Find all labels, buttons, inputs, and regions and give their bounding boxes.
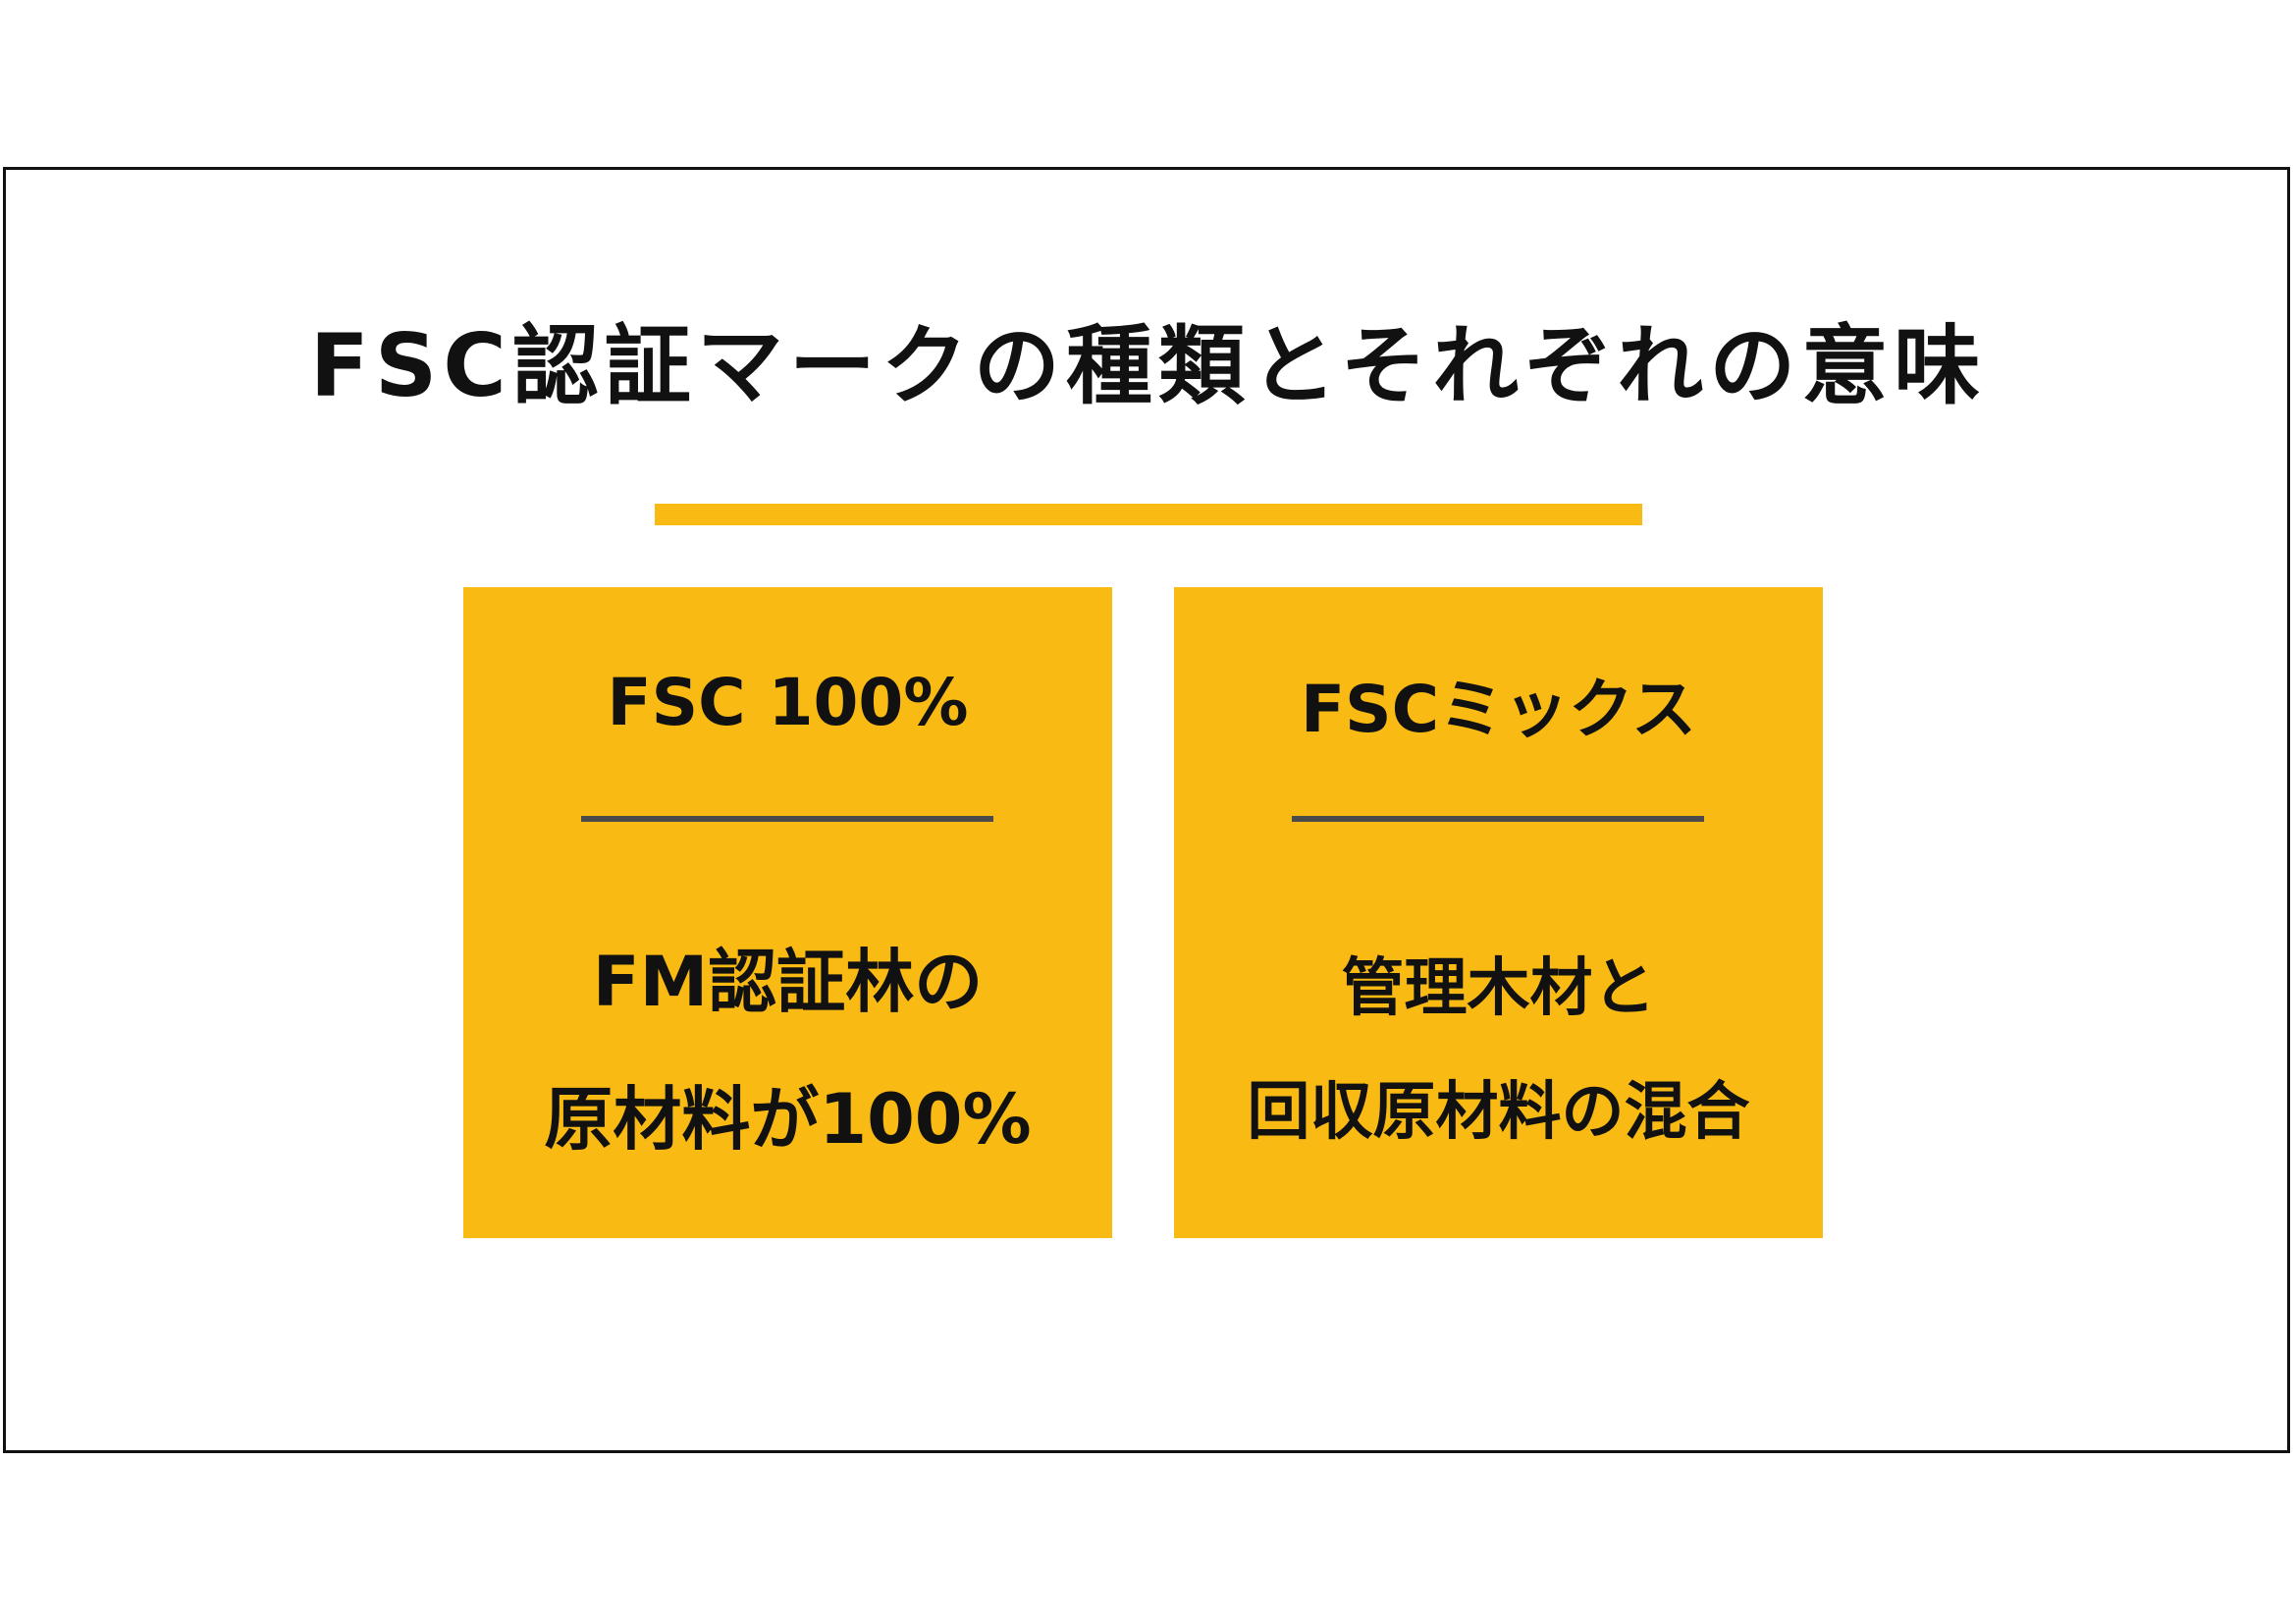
- card-body-line: FM認証林の: [592, 942, 984, 1022]
- title-underline: [655, 504, 1642, 525]
- card-body: 管理木材と 回収原材料の混合: [1174, 927, 1823, 1174]
- card-body-line: 回収原材料の混合: [1247, 1076, 1750, 1149]
- card-divider: [581, 816, 993, 822]
- slide-title: FSC認証マークの種類とそれぞれの意味: [309, 315, 1987, 416]
- card-fsc-100: FSC 100% FM認証林の 原材料が100%: [463, 587, 1112, 1238]
- card-fsc-mix: FSCミックス 管理木材と 回収原材料の混合: [1174, 587, 1823, 1238]
- card-title: FSC 100%: [607, 665, 969, 740]
- slide-frame: [3, 167, 2290, 1453]
- card-title: FSCミックス: [1300, 672, 1697, 747]
- card-body: FM認証林の 原材料が100%: [463, 913, 1112, 1188]
- card-body-line: 原材料が100%: [544, 1079, 1032, 1160]
- card-body-line: 管理木材と: [1341, 952, 1656, 1025]
- card-divider: [1292, 816, 1704, 822]
